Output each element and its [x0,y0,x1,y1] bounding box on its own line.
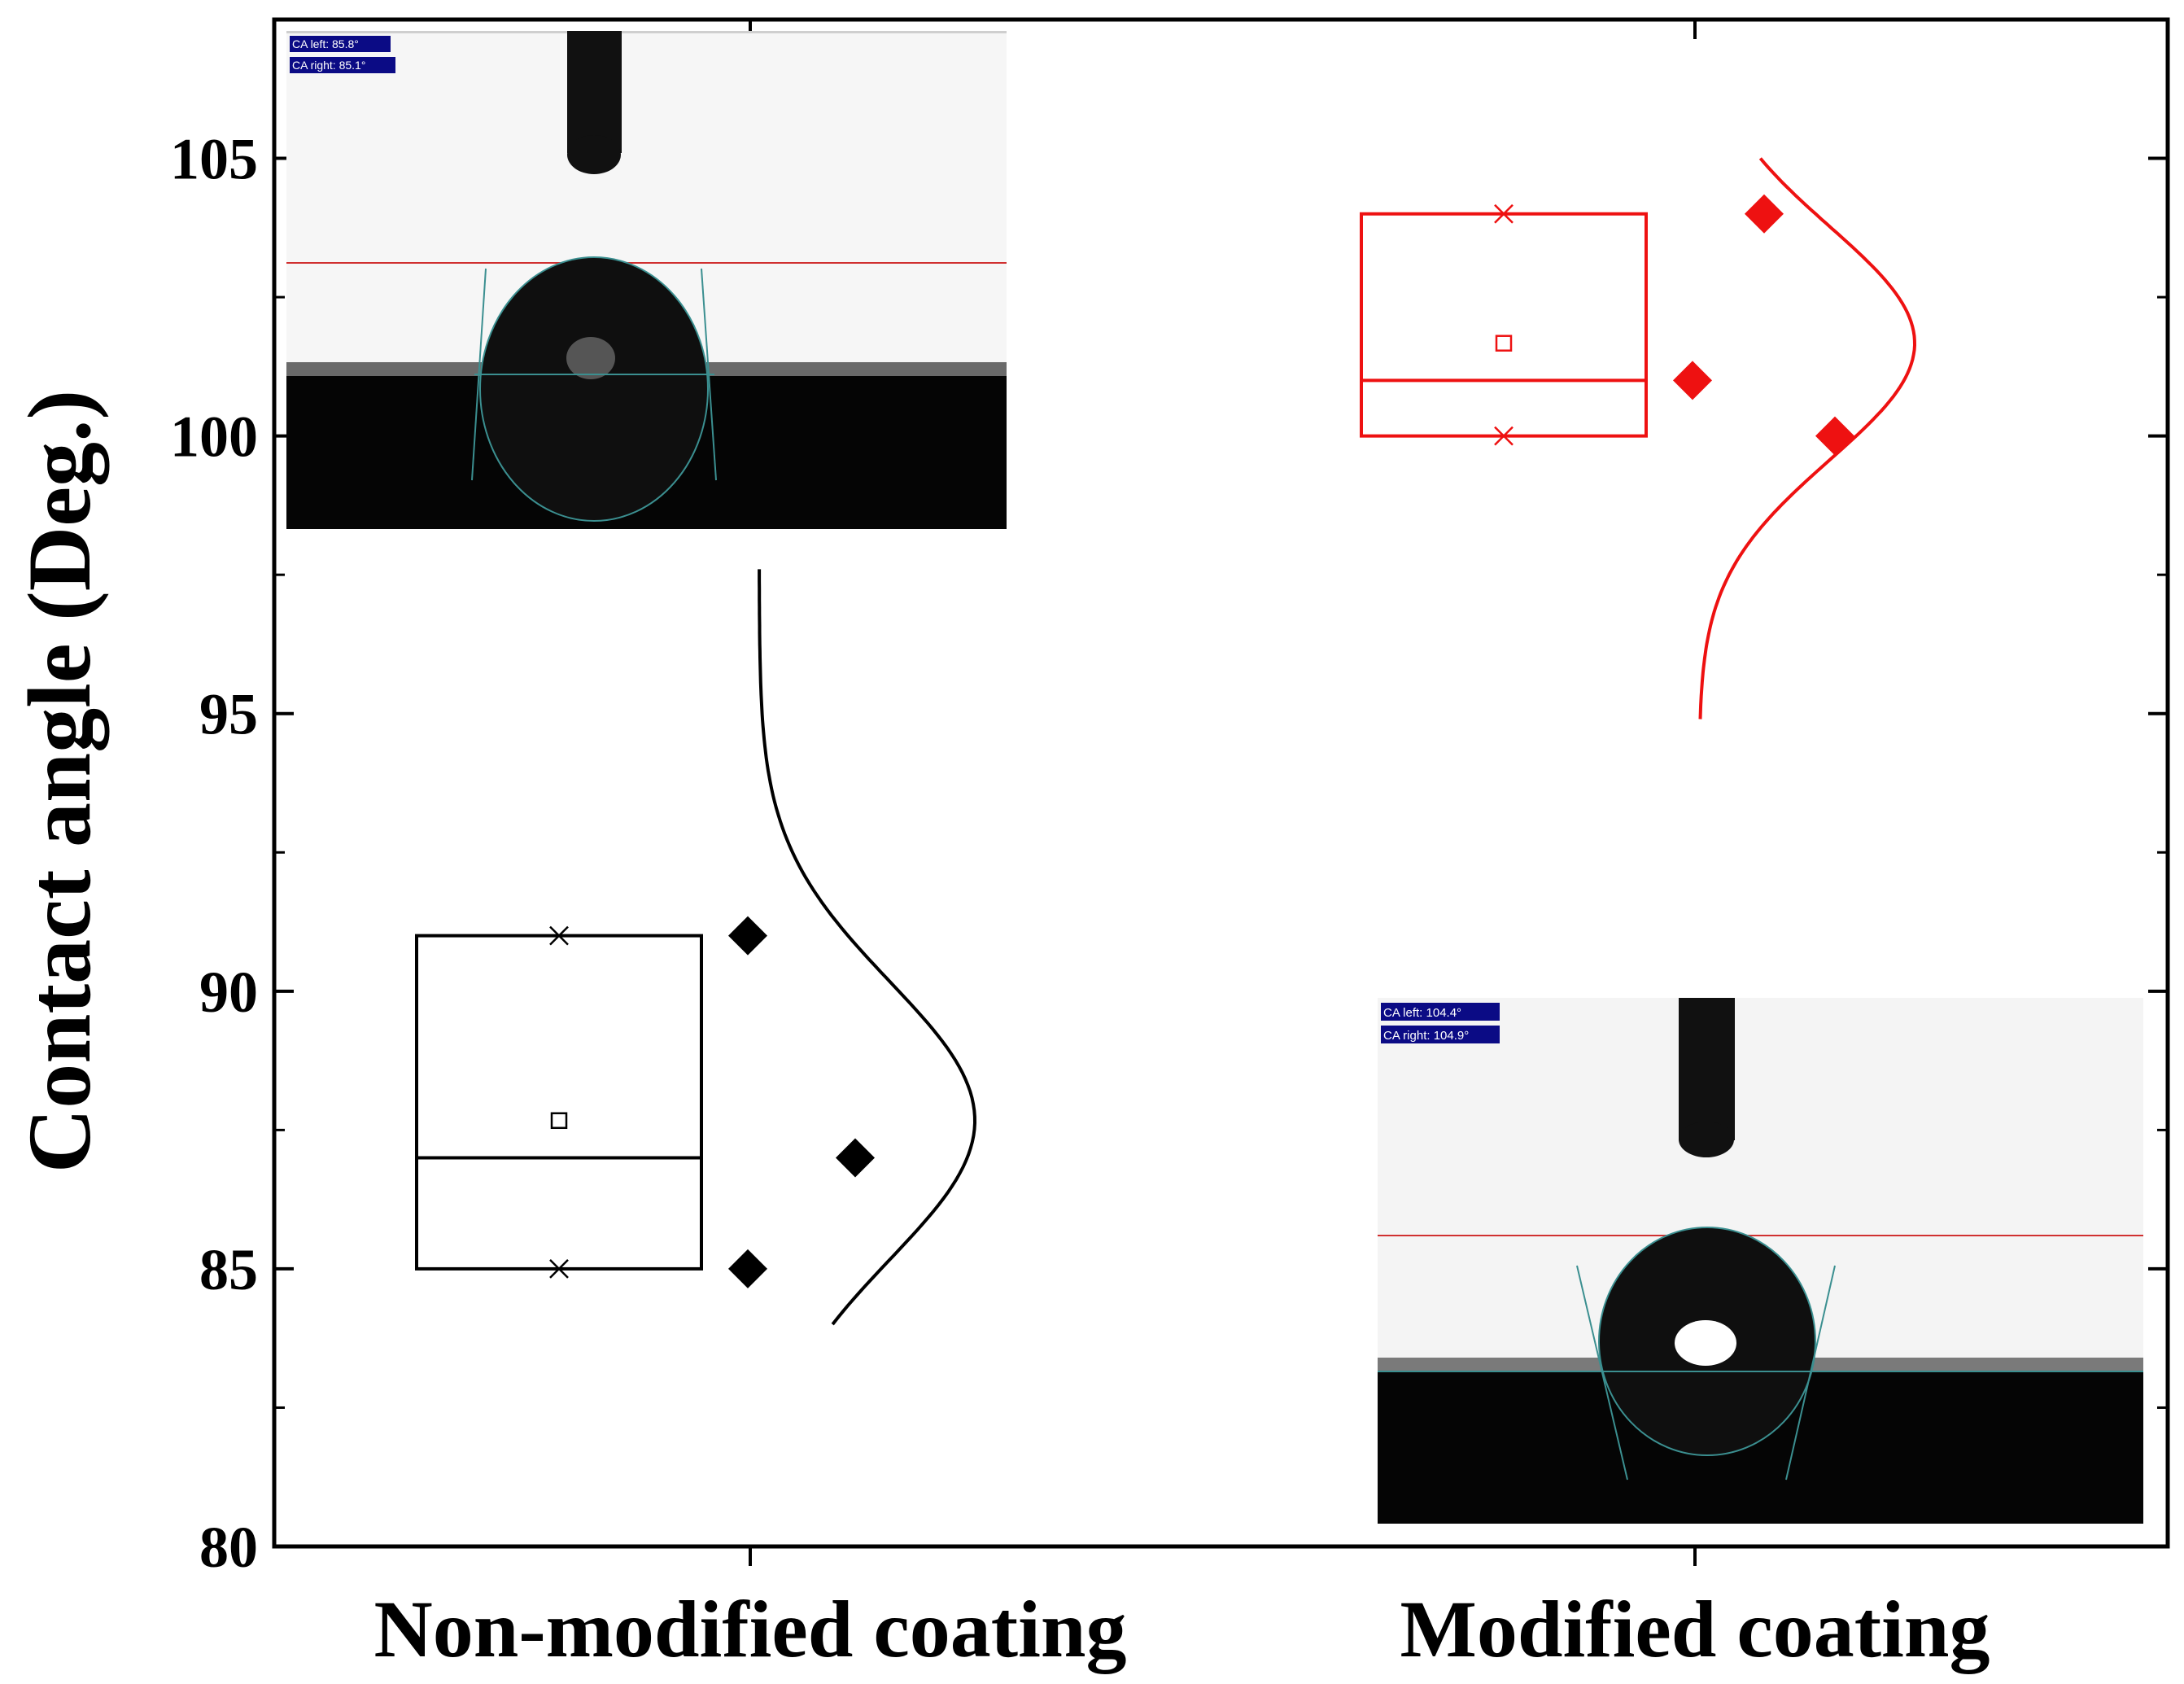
mean-marker [1495,335,1513,352]
x-axis: Non-modified coating Modified coating [374,20,1990,1674]
series-group [415,569,977,1326]
data-point [1745,194,1784,234]
x-category-label: Non-modified coating [374,1584,1127,1674]
ca-left-label: CA left: 85.8° [292,37,359,50]
data-marks [415,157,1917,1326]
data-point [728,1249,767,1288]
extreme-marker [549,1259,569,1279]
plot-frame [272,17,2170,1549]
y-tick-label: 85 [199,1237,258,1302]
box [1360,212,1648,438]
extreme-marker [1494,426,1514,446]
droplet-photo-modified: CA left: 104.4° CA right: 104.9° [1378,998,2143,1524]
y-axis: 80 85 90 95 100 105 [170,127,2168,1580]
data-point [1815,416,1854,456]
box [415,934,703,1271]
y-tick-label: 105 [170,127,258,192]
y-tick-label: 90 [199,960,258,1025]
ca-left-label-bg [1381,1003,1500,1021]
extreme-marker [1494,203,1514,224]
ca-left-label-bg [290,36,391,52]
needle [567,31,622,153]
ca-right-label-bg [1381,1026,1500,1043]
ca-right-label-bg [290,57,395,73]
ca-right-label: CA right: 85.1° [292,59,365,72]
y-axis-title: Contact angle (Deg.) [10,390,109,1173]
ca-right-label: CA right: 104.9° [1383,1029,1469,1043]
data-point [1673,361,1712,400]
needle [1679,998,1735,1140]
extreme-marker [549,925,569,946]
x-category-label: Modified coating [1400,1584,1990,1674]
droplet-photo-non-modified: CA left: 85.8° CA right: 85.1° [286,31,1007,529]
y-tick-label: 80 [199,1515,258,1580]
mean-marker [550,1112,568,1130]
y-tick-label: 95 [199,682,258,747]
series-group [1360,157,1917,720]
ca-left-label: CA left: 104.4° [1383,1006,1461,1020]
y-tick-label: 100 [170,405,258,470]
droplet [479,256,709,522]
data-point [728,916,767,956]
distribution-curve [1698,157,1917,720]
data-point [836,1138,875,1178]
distribution-curve [758,569,977,1326]
